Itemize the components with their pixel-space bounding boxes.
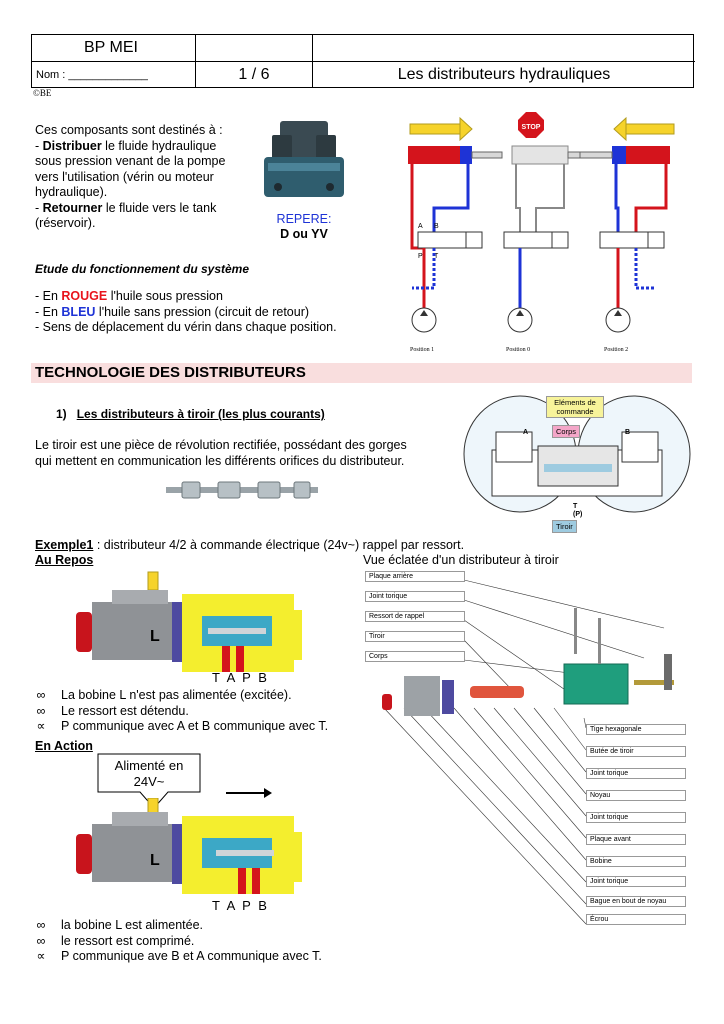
exploded-label: Plaque arrière (365, 571, 465, 582)
study-line-red: - En ROUGE l'huile sous pression (35, 289, 223, 303)
exploded-label: Écrou (586, 914, 686, 925)
list-item: ∞le ressort est comprimé. (36, 933, 195, 948)
exploded-label: Bague en bout de noyau (586, 896, 686, 907)
cutaway-port-a: A (523, 429, 529, 436)
port-b-label: B (434, 223, 439, 230)
port-a-label: A (418, 223, 423, 230)
port-labels: T A P B (212, 670, 269, 685)
header-empty-cell (313, 35, 695, 62)
exploded-title: Vue éclatée d'un distributeur à tiroir (363, 553, 559, 567)
arrow-right-icon (409, 116, 473, 142)
intro-line: sous pression venant de la pompe (35, 154, 226, 168)
intro-line: hydraulique). (35, 185, 108, 199)
spool-photo (166, 481, 318, 499)
valve-photo (264, 121, 344, 197)
port-labels: T A P B (212, 898, 269, 913)
stop-sign-icon (518, 112, 544, 138)
power-callout (97, 753, 201, 809)
port-t-label: T (434, 253, 439, 260)
action-bullets: ∞la bobine L est alimentée. ∞le ressort … (35, 918, 375, 965)
position-label: Position 1 (410, 347, 434, 353)
exploded-label: Joint torique (586, 768, 686, 779)
list-item: ∞la bobine L est alimentée. (36, 918, 203, 932)
study-list: - En ROUGE l'huile sous pression - En BL… (35, 289, 365, 336)
copyright: ©BE (33, 88, 52, 98)
rest-bullets: ∞La bobine L n'est pas alimentée (excité… (35, 688, 375, 735)
coil-label: L (150, 628, 160, 645)
list-item: ∞La bobine L n'est pas alimentée (excité… (36, 688, 292, 702)
exploded-label: Corps (365, 651, 465, 662)
intro-line: (réservoir). (35, 216, 96, 230)
exploded-label: Joint torique (365, 591, 465, 602)
exploded-label: Noyau (586, 790, 686, 801)
intro-bullet-distribute: - Distribuer le fluide hydraulique (35, 138, 217, 153)
header-table: BP MEI Nom : _____________ 1 / 6 Les dis… (31, 34, 695, 88)
cutaway-port-t: T (573, 503, 578, 510)
exploded-label: Joint torique (586, 876, 686, 887)
cutaway-port-b: B (625, 429, 631, 436)
repere-label: REPERE: (276, 212, 332, 226)
hydraulic-schematic: STOP A B P T Position 1 Position 0 Posit… (408, 112, 675, 353)
valve-rest-diagram (76, 571, 302, 672)
study-line-blue: - En BLEU l'huile sans pression (circuit… (35, 304, 310, 319)
rest-heading: Au Repos (35, 553, 94, 567)
arrow-left-icon (613, 116, 675, 142)
list-item: ∞Le ressort est détendu. (36, 703, 189, 718)
intro-line: vers l'utilisation (vérin ou moteur (35, 169, 214, 184)
exploded-label: Ressort de rappel (365, 611, 465, 622)
label-spool: Tiroir (552, 520, 577, 533)
position-label: Position 2 (604, 347, 628, 353)
list-item: ∝P communique avec A et B communique ave… (36, 719, 329, 733)
slide-description: Le tiroir est une pièce de révolution re… (35, 438, 407, 468)
header-empty-cell (196, 35, 313, 62)
exploded-label: Bobine (586, 856, 686, 867)
valve-action-diagram (76, 798, 302, 894)
list-item: ∝P communique ave B et A communique avec… (36, 949, 322, 963)
power-callout-text: Alimenté en 24V~ (114, 758, 184, 789)
stop-text: STOP (522, 124, 541, 131)
action-heading: En Action (35, 739, 93, 753)
study-line: - Sens de déplacement du vérin dans chaq… (35, 320, 337, 334)
exploded-label: Tige hexagonale (586, 724, 686, 735)
section-title: TECHNOLOGIE DES DISTRIBUTEURS (31, 363, 692, 383)
exploded-view (382, 579, 674, 925)
position-label: Position 0 (506, 347, 530, 353)
port-p-label: P (418, 253, 423, 260)
page-number: 1 / 6 (196, 62, 313, 88)
exploded-label: Tiroir (365, 631, 465, 642)
label-control-elements: Eléments de commande (546, 396, 604, 418)
cutaway-port-p: (P) (573, 511, 583, 518)
exploded-label: Butée de tiroir (586, 746, 686, 757)
subsection-heading: 1) Les distributeurs à tiroir (les plus … (56, 407, 325, 421)
exploded-label: Joint torique (586, 812, 686, 823)
coil-label: L (150, 852, 160, 869)
name-field-label: Nom : _____________ (32, 62, 196, 88)
study-title: Etude du fonctionnement du système (35, 262, 250, 276)
example-line: Exemple1 : distributeur 4/2 à commande é… (35, 538, 465, 552)
repere-value: D ou YV (280, 227, 328, 241)
course-label: BP MEI (32, 35, 196, 62)
arrow-right-icon (226, 788, 272, 798)
valve-cutaway (463, 395, 691, 513)
document-title: Les distributeurs hydrauliques (397, 66, 611, 83)
intro-bullet-return: - Retourner le fluide vers le tank (35, 200, 217, 215)
exploded-label: Plaque avant (586, 834, 686, 845)
intro-text: Ces composants sont destinés à : - Distr… (35, 123, 255, 232)
label-body: Corps (552, 425, 581, 438)
intro-line: Ces composants sont destinés à : (35, 123, 223, 137)
